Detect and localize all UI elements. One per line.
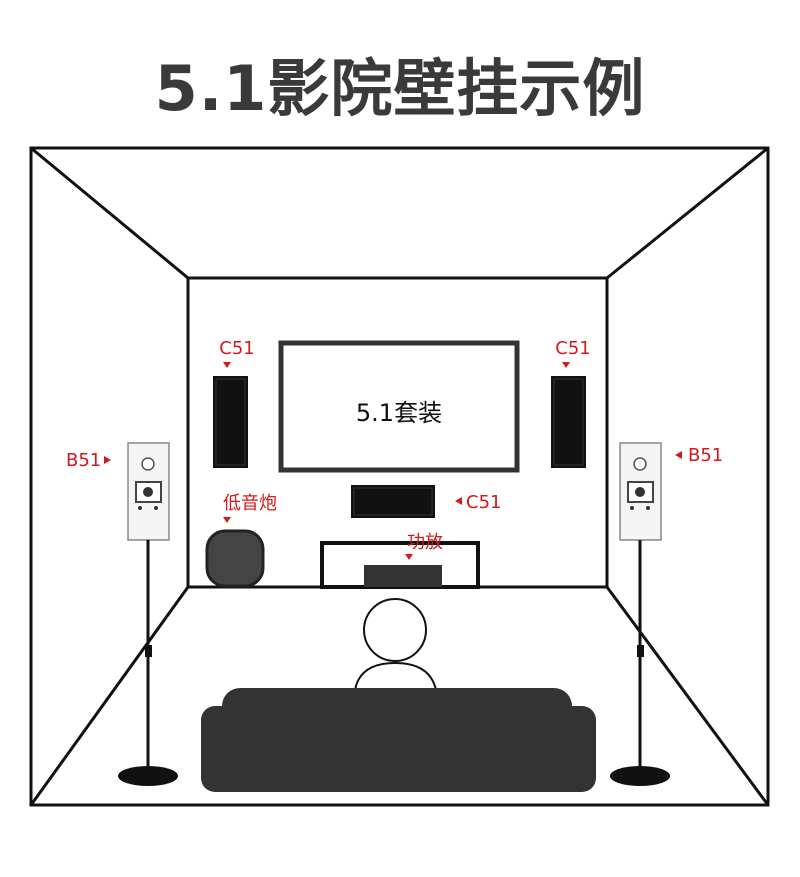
front-left-speaker: C51	[213, 338, 255, 468]
projection-screen: 5.1套装	[278, 340, 520, 473]
surround-left-speaker: B51	[66, 442, 178, 786]
surround-left-label: B51	[66, 450, 101, 471]
subwoofer-arrow-icon	[223, 517, 231, 523]
surround-right-label: B51	[688, 445, 723, 466]
page-title: 5.1影院壁挂示例	[154, 52, 646, 125]
listener-figure	[354, 598, 437, 691]
surround-right-arrow-icon	[675, 451, 682, 459]
surround-right-speaker: B51	[610, 442, 723, 786]
amplifier-arrow-icon	[405, 554, 413, 560]
front-left-label: C51	[219, 338, 254, 359]
surround-left-arrow-icon	[104, 456, 111, 464]
amplifier-label: 功放	[407, 532, 443, 553]
front-right-arrow-icon	[562, 362, 570, 368]
center-arrow-icon	[455, 497, 462, 505]
subwoofer-label: 低音炮	[223, 493, 277, 514]
front-right-speaker: C51	[551, 338, 591, 468]
screen-label: 5.1套装	[356, 399, 442, 427]
front-right-label: C51	[555, 338, 590, 359]
amplifier-cabinet: 功放	[320, 532, 480, 589]
center-label: C51	[466, 492, 501, 513]
subwoofer: 低音炮	[205, 493, 277, 588]
front-left-arrow-icon	[223, 362, 231, 368]
center-speaker: C51	[351, 485, 501, 518]
sofa	[201, 688, 596, 792]
